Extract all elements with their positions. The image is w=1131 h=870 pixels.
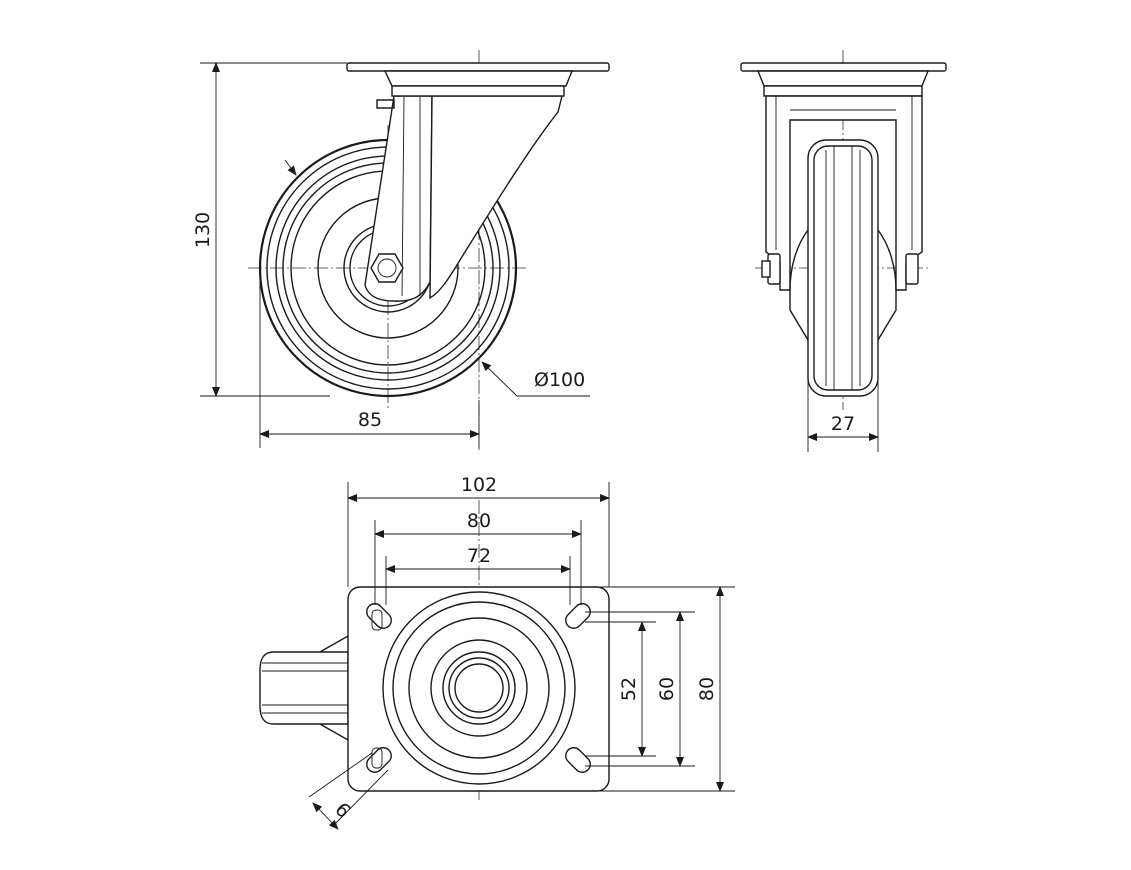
top-view: 102 80 72 80 60 52 9 — [259, 474, 735, 830]
dim-hole-spacing-outer: 80 — [467, 510, 491, 532]
swivel-bearing — [382, 591, 576, 785]
fork-side — [364, 95, 563, 302]
dim-plate-length: 102 — [461, 474, 497, 496]
mounting-holes — [366, 603, 591, 773]
mounting-plate — [347, 586, 610, 792]
wheel-front — [789, 139, 897, 397]
dim-total-height: 130 — [192, 212, 214, 248]
dim-plate-width: 80 — [696, 677, 718, 701]
dim-wheel-diameter: Ø100 — [534, 369, 585, 391]
top-plate-side — [346, 62, 610, 97]
side-view: 130 85 Ø100 — [192, 50, 610, 450]
front-view: 27 — [740, 50, 947, 452]
axle-nut — [370, 253, 404, 283]
dim-hole-spacing-y-outer: 60 — [656, 677, 678, 701]
dim-wheel-width: 27 — [831, 413, 855, 435]
dim-hole-spacing-y-inner: 52 — [618, 677, 640, 701]
dim-hole-size: 9 — [332, 797, 356, 821]
dim-offset: 85 — [358, 409, 382, 431]
dim-hole-spacing-inner: 72 — [467, 545, 491, 567]
